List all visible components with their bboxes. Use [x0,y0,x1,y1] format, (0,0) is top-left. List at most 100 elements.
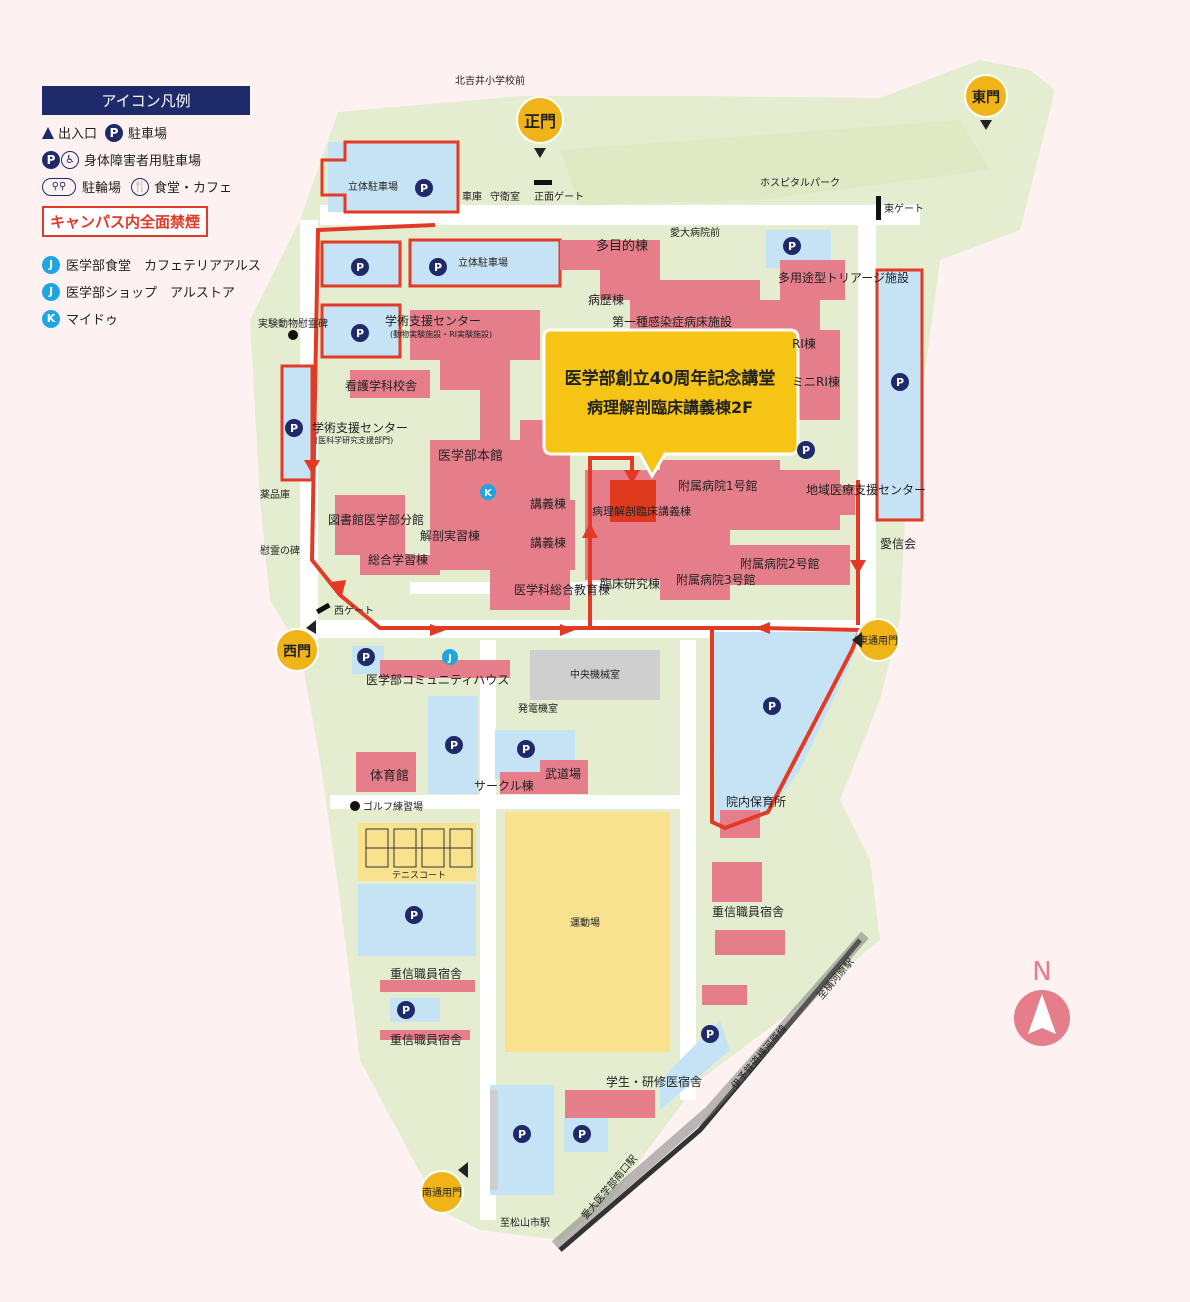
legend: アイコン凡例 出入口 P 駐車場 P ♿ 身体障害者用駐車場 ⚲⚲ 駐輪場 🍴 … [42,86,282,328]
label-pathology: 病理解剖臨床講義棟 [592,504,691,518]
legend-row-k: K マイドゥ [42,309,282,328]
mydo-marker [480,484,496,500]
label-mini-ri: ミニRI棟 [792,374,840,389]
gate-east-service[interactable]: 東通用門 [856,618,900,662]
svg-text:P: P [578,1128,586,1141]
label-general-ed: 医学科総合教育棟 [514,582,610,597]
buildings [335,240,855,1118]
label-garage: 車庫 [462,190,482,203]
label-staff1: 重信職員宿舎 [712,904,784,919]
svg-text:P: P [356,261,364,274]
label-student-dorm: 学生・研修医宿舎 [606,1074,702,1089]
parking-east [877,270,922,520]
label-power: 発電機室 [518,702,558,715]
svg-text:東門: 東門 [972,89,1000,106]
svg-text:P: P [706,1028,714,1041]
fork-knife-icon: 🍴 [131,177,150,196]
legend-row-j1: J 医学部食堂 カフェテリアアルス [42,255,282,274]
bicycle-icon: ⚲⚲ [42,177,76,196]
hospital-park [560,120,990,205]
label-infection: 第一種感染症病床施設 [612,314,732,329]
route [309,223,862,831]
label-guard: 守衛室 [490,190,520,203]
label-multipurpose: 多目的棟 [596,238,648,254]
parking-icons [285,179,909,1143]
label-matsuyama: 至松山市駅 [500,1216,550,1229]
label-budo: 武道場 [545,767,581,781]
wheelchair-icon: ♿ [61,150,79,169]
label-clinical: 臨床研究棟 [600,576,660,591]
label-research-center1: 学術支援センター [385,313,481,328]
label-general-study: 総合学習棟 [368,552,428,567]
callout-line1: 医学部創立40周年記念講堂 [565,368,776,389]
label-gym: 体育館 [370,768,409,784]
label-west-gate-sign: 西ゲート [334,605,374,617]
label-research-center2: 学術支援センター [312,420,408,435]
label-central-machine: 中央機械室 [570,668,620,681]
label-memorial: 実験動物慰霊碑 [258,317,328,330]
legend-cafeteria-label: 食堂・カフェ [154,181,233,196]
svg-text:南通用門: 南通用門 [422,1186,462,1199]
label-multi-parking2: 立体駐車場 [458,256,508,269]
label-staff3: 重信職員宿舎 [390,1032,462,1047]
legend-entrance-label: 出入口 [58,127,98,142]
legend-row-bicycle: ⚲⚲ 駐輪場 🍴 食堂・カフェ [42,177,282,196]
label-nursing: 看護学科校舎 [345,378,417,393]
svg-text:P: P [896,376,904,389]
svg-text:P: P [434,261,442,274]
svg-text:P: P [420,182,428,195]
svg-text:東通用門: 東通用門 [858,634,898,647]
sports-ground [505,812,670,1052]
svg-text:正門: 正門 [524,112,556,131]
legend-row-entrance: 出入口 P 駐車場 [42,123,282,142]
legend-shop-j2-label: 医学部ショップ アルストア [66,286,235,301]
label-lecture: 講義棟 [530,496,566,511]
callout-line2: 病理解剖臨床講義棟2F [587,398,753,417]
svg-text:P: P [788,240,796,253]
label-east-gate-sign: 東ゲート [884,202,924,215]
callout: 医学部創立40周年記念講堂 病理解剖臨床講義棟2F [542,328,800,480]
label-library: 図書館医学部分館 [328,512,424,527]
svg-text:西門: 西門 [283,644,311,660]
label-tennis: テニスコート [392,870,446,881]
label-main-bldg: 医学部本館 [438,448,503,464]
entrance-icon [42,126,54,139]
label-multi-parking: 立体駐車場 [348,180,398,193]
label-monument: 慰霊の碑 [260,544,300,557]
label-circle: サークル棟 [474,778,534,793]
gate-east[interactable]: 東門 [964,74,1008,118]
legend-parking-label: 駐車場 [128,127,168,142]
central-machine-room [530,650,660,700]
gate-west[interactable]: 西門 [275,628,319,672]
cafeteria-j-icon: J [42,255,60,274]
shop-j-icon: J [42,282,60,301]
no-smoking-notice: キャンパス内全面禁煙 [42,206,209,237]
label-ground: 運動場 [570,916,600,929]
label-hospital-front: 愛大病院前 [670,226,720,239]
svg-text:P: P [402,1004,410,1017]
parking-large-east [712,632,858,822]
gate-main[interactable]: 正門 [516,96,564,144]
svg-text:P: P [356,327,364,340]
legend-shop-j1-label: 医学部食堂 カフェテリアアルス [66,259,261,274]
label-nursery: 院内保育所 [726,794,786,809]
pathology-clinical-lecture-bldg [610,480,656,522]
label-research-center1-sub: (動物実験施設・RI実験施設) [390,329,492,339]
label-golf: ゴルフ練習場 [363,800,423,813]
svg-text:P: P [410,909,418,922]
roads [300,205,920,1220]
legend-shop-k-label: マイドゥ [66,313,119,328]
svg-text:P: P [362,651,370,664]
svg-text:P: P [518,1128,526,1141]
label-regional: 地域医療支援センター [806,483,926,497]
legend-row-accessible: P ♿ 身体障害者用駐車場 [42,150,282,169]
legend-row-j2: J 医学部ショップ アルストア [42,282,282,301]
label-anatomy: 解剖実習棟 [420,528,480,543]
gate-south-service[interactable]: 南通用門 [420,1170,464,1214]
label-hosp3: 附属病院3号館 [676,572,756,587]
svg-text:P: P [522,743,530,756]
label-lecture2: 講義棟 [530,535,566,550]
label-pharmacy: 薬品庫 [260,488,290,501]
svg-text:N: N [1032,957,1051,987]
